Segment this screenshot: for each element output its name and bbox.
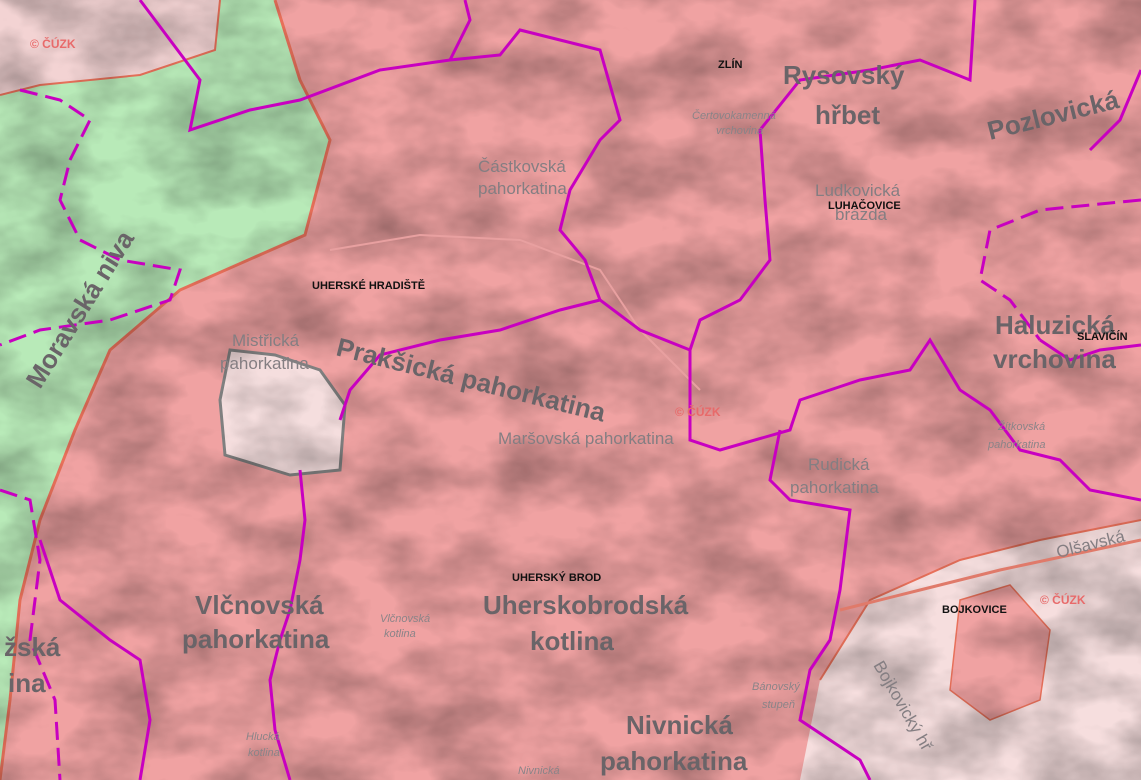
region-border-solid (688, 0, 977, 351)
label-certovokamenna: Čertovokamenná (692, 109, 776, 122)
town-uhersky-brod: UHERSKÝ BROD (512, 571, 601, 584)
region-border-solid (1039, 338, 1141, 362)
copyright-watermark: © ČÚZK (30, 36, 76, 51)
label-rudicka: Rudická (808, 455, 870, 474)
label-rysovsky: Rysovský (783, 60, 905, 90)
region-border-solid (268, 469, 307, 780)
label-castkovska: Částkovská (478, 157, 566, 176)
region-border-solid (338, 298, 601, 421)
label-rudicka-2: pahorkatina (790, 478, 879, 497)
region-border-solid (449, 28, 1141, 502)
label-vlcnovska: Vlčnovská (195, 590, 324, 620)
town-slavicin: SLAVIČÍN (1077, 330, 1128, 343)
town-zlin: ZLÍN (718, 58, 742, 71)
label-zitkovska-2: pahorkatina (987, 439, 1046, 451)
label-ludkovicka-2: brázda (835, 205, 888, 224)
label-ludkovicka: Ludkovická (815, 181, 901, 200)
label-vlcnovska-2: pahorkatina (182, 624, 330, 654)
town-uherske-hradiste: UHERSKÉ HRADIŠTĚ (312, 279, 425, 292)
region-border-solid (38, 539, 152, 780)
label-hlucka-2: kotlina (248, 747, 280, 759)
label-castkovska-2: pahorkatina (478, 179, 567, 198)
label-mistricka-2: pahorkatina (220, 354, 309, 373)
label-marsovska: Maršovská pahorkatina (498, 429, 674, 448)
label-uherskobrodska-2: kotlina (530, 626, 614, 656)
label-zska: žská (4, 632, 61, 662)
copyright-watermark: © ČÚZK (1040, 592, 1086, 607)
label-banovsky-2: stupeň (762, 699, 795, 711)
label-vlcnovska-kotlina-2: kotlina (384, 628, 416, 640)
region-border-solid (1088, 69, 1141, 152)
label-haluzicka-2: vrchovina (993, 344, 1116, 374)
label-vlcnovska-kotlina: Vlčnovská (380, 613, 430, 625)
copyright-watermark: © ČÚZK (675, 404, 721, 419)
label-nivnicka: Nivnická (626, 710, 733, 740)
town-bojkovice: BOJKOVICE (942, 604, 1007, 616)
district-border-dashed (0, 88, 182, 347)
town-luhacovice: LUHAČOVICE (828, 199, 901, 212)
river-line-olsava (839, 538, 1141, 612)
label-nivnicka-minor: Nivnická (518, 765, 560, 777)
label-zska-2: ina (8, 668, 46, 698)
region-border-solid (768, 429, 872, 780)
label-nivnicka-2: pahorkatina (600, 746, 748, 776)
district-border-dashed (978, 198, 1141, 341)
label-uherskobrodska: Uherskobrodská (483, 590, 689, 620)
region-border-solid (138, 0, 472, 133)
label-hlucka: Hlucká (246, 731, 280, 743)
label-certovokamenna-2: vrchovina (716, 125, 763, 137)
label-banovsky: Bánovský (752, 681, 801, 693)
label-haluzicka: Haluzická (995, 310, 1115, 340)
district-border-dashed (0, 488, 62, 780)
river-line (329, 233, 701, 391)
label-rysovsky-2: hřbet (815, 100, 880, 130)
label-mistricka: Mistřická (232, 331, 300, 350)
label-zitkovska: Žítkovská (997, 420, 1045, 433)
